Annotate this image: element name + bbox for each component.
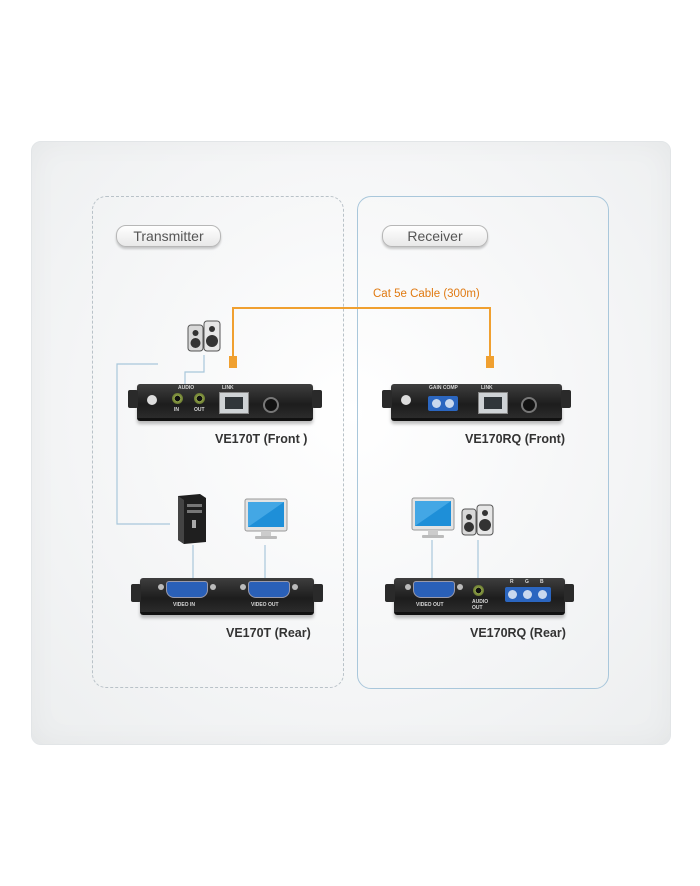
vga-screw [292,584,298,590]
speakers-icon [461,504,494,536]
cat5e-cable [232,307,491,358]
mount-ear [561,390,571,408]
cable-label: Cat 5e Cable (300m) [373,288,480,300]
ve170t-rear-device: VIDEO IN VIDEO OUT [131,578,323,615]
audio-wire-tx [184,355,205,385]
mount-ear [131,584,141,602]
transmitter-zone [92,196,344,688]
ve170rq-front-device: GAIN COMP LINK [382,384,571,421]
computer-tower-icon [178,494,206,544]
audio-out-label: AUDIO OUT [472,599,489,611]
vga-screw [240,584,246,590]
audio-port-label: AUDIO [178,385,195,391]
rj45-port [478,392,508,414]
mount-ear [313,584,323,602]
mount-ear [385,584,395,602]
rj45-port [219,392,249,414]
vga-video-out-port [248,581,290,598]
link-port-label: LINK [481,385,493,391]
rgb-b-label: B [540,579,544,585]
ve170rq-front-label: VE170RQ (Front) [465,432,566,446]
monitor-icon [411,497,455,538]
ve170t-rear-label: VE170T (Rear) [226,626,311,640]
ve170t-front-device: AUDIO IN OUT LINK [128,384,322,421]
audio-out-jack [194,393,205,404]
power-jack [263,397,279,413]
transmitter-label: Transmitter [116,225,221,247]
video-in-label: VIDEO IN [173,602,195,608]
ground-screw-icon [401,395,411,405]
speakers-icon [187,320,221,352]
receiver-label: Receiver [382,225,488,247]
vga-video-out-port [413,581,455,598]
out-port-label: OUT [194,407,205,413]
power-jack [521,397,537,413]
gain-comp-dials [428,396,458,411]
cable-plug-right [486,356,494,368]
vga-video-in-port [166,581,208,598]
ve170rq-rear-device: VIDEO OUT AUDIO OUT R G B [385,578,574,615]
computer-wire-tx [116,363,170,525]
monitor-icon [244,498,288,539]
video-out-label: VIDEO OUT [416,602,444,608]
mount-ear [382,390,392,408]
vga-screw [405,584,411,590]
ground-screw-icon [147,395,157,405]
vga-screw [158,584,164,590]
gain-comp-label: GAIN COMP [429,385,458,391]
audio-in-jack [172,393,183,404]
in-port-label: IN [174,407,179,413]
rgb-skew-dials [505,587,551,602]
video-out-label: VIDEO OUT [251,602,279,608]
vga-screw [457,584,463,590]
cable-plug-left [229,356,237,368]
link-port-label: LINK [222,385,234,391]
rgb-g-label: G [525,579,529,585]
ve170t-front-label: VE170T (Front ) [215,432,308,446]
rgb-r-label: R [510,579,514,585]
mount-ear [564,584,574,602]
vga-screw [210,584,216,590]
ve170rq-rear-label: VE170RQ (Rear) [470,626,566,640]
audio-out-jack [473,585,484,596]
receiver-zone [357,196,609,689]
mount-ear [312,390,322,408]
mount-ear [128,390,138,408]
